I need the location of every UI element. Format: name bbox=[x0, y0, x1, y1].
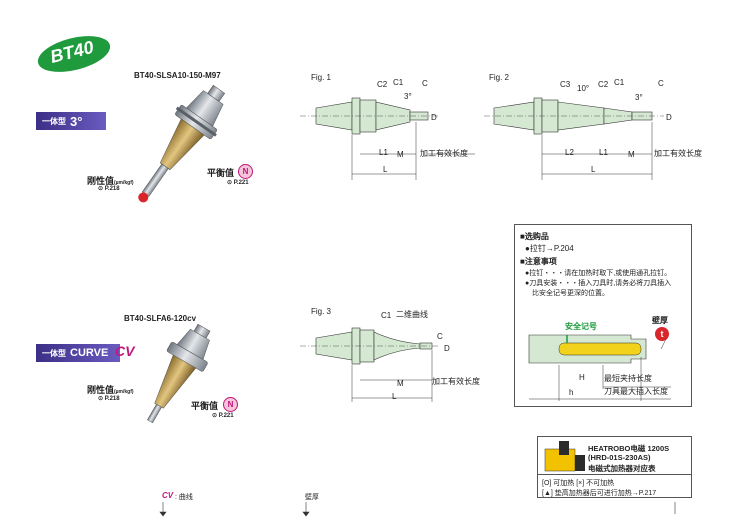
bottom-rigidity-label: 刚性值(µm/kgf) bbox=[87, 383, 134, 396]
notes-caution-title: ■注意事项 bbox=[520, 257, 557, 266]
top-banner-angle: 3° bbox=[70, 113, 83, 129]
bottom-rigidity-text: 刚性值 bbox=[87, 385, 115, 395]
notes-options-item[interactable]: ●拉钉→P.204 bbox=[525, 244, 574, 253]
fig3-drawing bbox=[300, 327, 440, 402]
fig2-angle1: 10° bbox=[577, 84, 590, 93]
top-balance-mark-letter: N bbox=[242, 167, 249, 176]
fig1-title: Fig. 1 bbox=[311, 73, 332, 82]
bottom-banner-big: CURVE bbox=[70, 347, 109, 359]
bottom-rigidity-ref[interactable]: ⊙ P.218 bbox=[98, 396, 120, 402]
fig1-c: C bbox=[422, 79, 428, 88]
fig3-c: C bbox=[437, 332, 443, 341]
fig2-l1: L1 bbox=[599, 148, 608, 157]
fig3-m: M bbox=[397, 379, 404, 388]
fig2-l2: L2 bbox=[565, 148, 574, 157]
fig2-d: D bbox=[666, 113, 672, 122]
fig1-angle: 3° bbox=[404, 92, 412, 101]
fig2-c1: C1 bbox=[614, 78, 625, 87]
heater-line2: (HRD-01S-230AS) bbox=[588, 453, 651, 462]
wall-thickness-mark: t bbox=[655, 327, 669, 341]
footer-arrows bbox=[159, 502, 676, 517]
heater-line3: 电磁式加热器对应表 bbox=[588, 464, 656, 473]
bt40-badge bbox=[37, 36, 111, 72]
notes-wall-label: 壁厚 bbox=[652, 316, 668, 325]
fig1-drawing bbox=[300, 97, 475, 180]
heater-legend2[interactable]: [▲] 垫高加热器后可进行加热→P.217 bbox=[542, 490, 657, 497]
fig1-c1: C1 bbox=[393, 78, 404, 87]
top-rigidity-text: 刚性值 bbox=[87, 176, 115, 186]
bottom-balance-mark: N bbox=[223, 397, 238, 412]
bottom-balance-mark-letter: N bbox=[227, 400, 234, 409]
bottom-balance-ref[interactable]: ⊙ P.221 bbox=[212, 413, 234, 419]
fig2-c3: C3 bbox=[560, 80, 571, 89]
bottom-model-name: BT40-SLFA6-120cv bbox=[124, 314, 197, 323]
fig2-c: C bbox=[658, 79, 664, 88]
fig1-l1: L1 bbox=[379, 148, 388, 157]
top-rigidity-ref[interactable]: ⊙ P.218 bbox=[98, 186, 120, 192]
bottom-holder-illustration bbox=[147, 323, 211, 424]
bottom-rigidity-unit: (µm/kgf) bbox=[114, 389, 134, 395]
fig1-c2: C2 bbox=[377, 80, 388, 89]
footer-curve-label: : 曲线 bbox=[175, 494, 193, 501]
notes-caution-2a: ●刀具安装・・・插入刀具时,请务必将刀具插入 bbox=[525, 280, 672, 287]
fig3-d: D bbox=[444, 344, 450, 353]
bottom-balance-ref-text: P.221 bbox=[218, 413, 234, 419]
top-holder-illustration bbox=[138, 84, 226, 203]
fig2-title: Fig. 2 bbox=[489, 73, 510, 82]
notes-options-title: ■选购品 bbox=[520, 232, 549, 241]
fig3-curve: 二维曲线 bbox=[396, 310, 428, 319]
fig3-effective: 加工有效长度 bbox=[432, 377, 480, 386]
top-type-banner: 一体型 3° bbox=[36, 112, 106, 130]
heater-divider bbox=[538, 474, 691, 475]
insertion-diagram bbox=[528, 334, 671, 401]
fig1-m: M bbox=[397, 150, 404, 159]
wall-thickness-letter: t bbox=[660, 329, 664, 339]
footer-curve-mark: CV bbox=[162, 491, 174, 500]
top-rigidity-unit: (µm/kgf) bbox=[114, 180, 134, 186]
heater-machine-icon bbox=[544, 441, 585, 472]
fig1-effective: 加工有效长度 bbox=[420, 149, 468, 158]
bottom-rigidity-ref-text: P.218 bbox=[104, 396, 120, 402]
notes-safety-mark: 安全记号 bbox=[565, 322, 597, 331]
heater-legend1: [O] 可加热 [×] 不可加热 bbox=[542, 480, 615, 487]
notes-caution-2b: 比安全记号更深的位置。 bbox=[532, 290, 609, 297]
bottom-curve-mark: CV bbox=[115, 343, 135, 359]
top-balance-ref[interactable]: ⊙ P.221 bbox=[227, 180, 249, 186]
heater-line1: HEATROBO电磁 1200S bbox=[588, 444, 670, 453]
fig2-drawing bbox=[484, 97, 664, 180]
top-rigidity-ref-text: P.218 bbox=[104, 186, 120, 192]
heater-box: HEATROBO电磁 1200S (HRD-01S-230AS) 电磁式加热器对… bbox=[537, 436, 692, 498]
notes-h-lower: h bbox=[569, 388, 574, 397]
bottom-banner-label: 一体型 bbox=[42, 348, 66, 358]
top-balance-ref-text: P.221 bbox=[233, 180, 249, 186]
bottom-type-banner: 一体型 CURVE bbox=[36, 344, 120, 362]
notes-h-upper: H bbox=[579, 373, 585, 382]
fig2-m: M bbox=[628, 150, 635, 159]
top-banner-label: 一体型 bbox=[42, 116, 66, 126]
bottom-balance-label: 平衡值 bbox=[191, 401, 219, 411]
fig3-c1: C1 bbox=[381, 311, 392, 320]
top-balance-mark: N bbox=[238, 164, 253, 179]
fig2-angle2: 3° bbox=[635, 93, 643, 102]
fig1-d: D bbox=[431, 113, 437, 122]
notes-caution-1: ●拉钉・・・请在加热时取下,或使用通孔拉钉。 bbox=[525, 270, 672, 277]
fig3-l: L bbox=[392, 392, 397, 401]
notes-min-length: 最短夹持长度 bbox=[604, 374, 652, 383]
top-rigidity-label: 刚性值(µm/kgf) bbox=[87, 174, 134, 187]
fig1-l: L bbox=[383, 165, 388, 174]
fig2-effective: 加工有效长度 bbox=[654, 149, 702, 158]
fig2-c2: C2 bbox=[598, 80, 609, 89]
notes-panel: ■选购品 ●拉钉→P.204 ■注意事项 ●拉钉・・・请在加热时取下,或使用通孔… bbox=[514, 224, 692, 407]
footer-wall-label: 壁厚 bbox=[305, 494, 319, 501]
fig3-title: Fig. 3 bbox=[311, 307, 332, 316]
notes-max-length: 刀具最大插入长度 bbox=[604, 387, 668, 396]
top-balance-label: 平衡值 bbox=[207, 168, 235, 178]
fig2-l: L bbox=[591, 165, 596, 174]
top-model-name: BT40-SLSA10-150-M97 bbox=[134, 71, 221, 80]
